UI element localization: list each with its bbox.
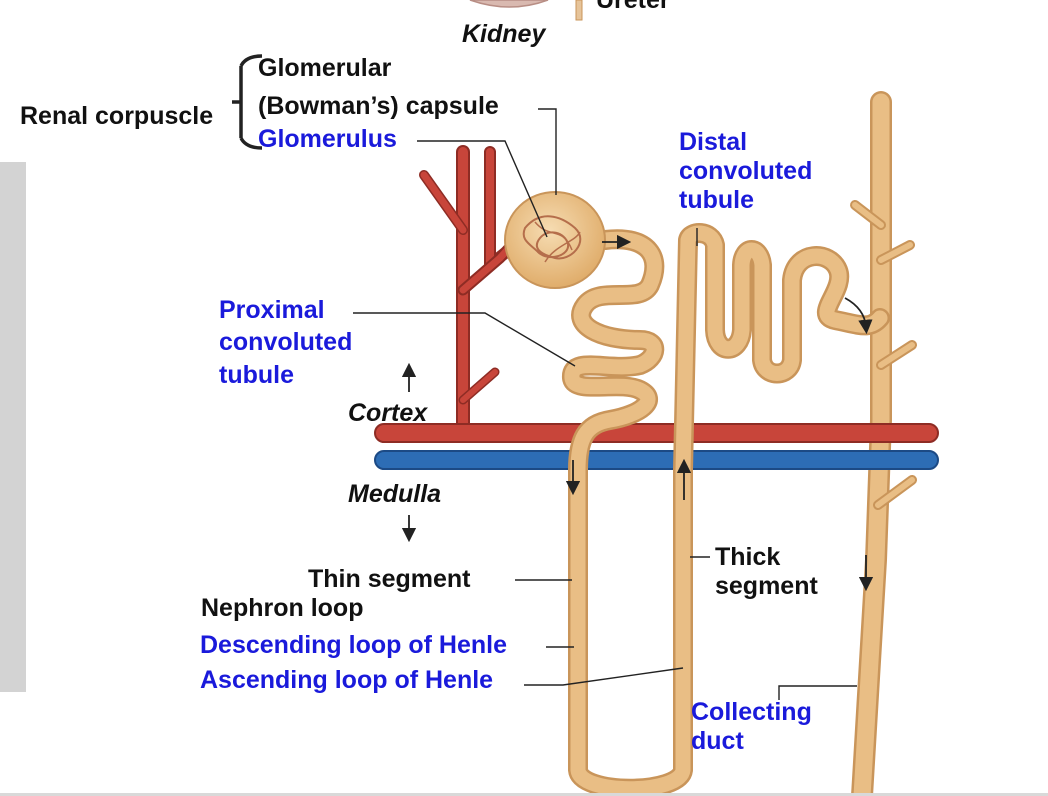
glomerulus-label: Glomerulus bbox=[258, 125, 397, 153]
arterioles bbox=[419, 145, 526, 437]
thick-segment-label-line2: segment bbox=[715, 572, 818, 600]
distal-tubule-label-line2: convoluted bbox=[679, 157, 813, 185]
renal-corpuscle-illustration bbox=[504, 191, 606, 289]
boundary-vessels bbox=[374, 423, 939, 470]
cortex-label: Cortex bbox=[348, 399, 428, 427]
collecting-duct-label-line2: duct bbox=[691, 727, 744, 755]
flow-arrows bbox=[401, 234, 874, 592]
thin-segment-label: Thin segment bbox=[308, 565, 471, 593]
side-panel bbox=[0, 162, 26, 692]
collecting-duct-tube bbox=[850, 91, 917, 796]
ureter-label: Ureter bbox=[596, 0, 670, 14]
bottom-rule bbox=[0, 793, 1048, 796]
collecting-duct-label-line1: Collecting bbox=[691, 698, 812, 726]
leader-lines bbox=[232, 54, 857, 700]
ascending-loop-label: Ascending loop of Henle bbox=[200, 666, 494, 694]
renal-corpuscle-label: Renal corpuscle bbox=[20, 102, 214, 130]
descending-loop-label: Descending loop of Henle bbox=[200, 631, 507, 659]
distal-tubule-label-line1: Distal bbox=[679, 128, 748, 156]
kidney-label: Kidney bbox=[462, 20, 546, 48]
glomerular-capsule-label-line2: (Bowman’s) capsule bbox=[258, 92, 499, 120]
proximal-tubule-label-line2: convoluted bbox=[219, 328, 353, 356]
thick-segment-label-line1: Thick bbox=[715, 543, 781, 571]
medulla-label: Medulla bbox=[348, 480, 442, 508]
proximal-tubule-label-line1: Proximal bbox=[219, 296, 325, 324]
kidney-illustration bbox=[469, 0, 549, 8]
proximal-tubule-label-line3: tubule bbox=[219, 361, 294, 389]
distal-tubule-label-line3: tubule bbox=[679, 186, 754, 214]
glomerular-capsule-label-line1: Glomerular bbox=[258, 54, 392, 82]
ureter-illustration bbox=[575, 0, 583, 21]
nephron-loop-label: Nephron loop bbox=[201, 594, 364, 622]
